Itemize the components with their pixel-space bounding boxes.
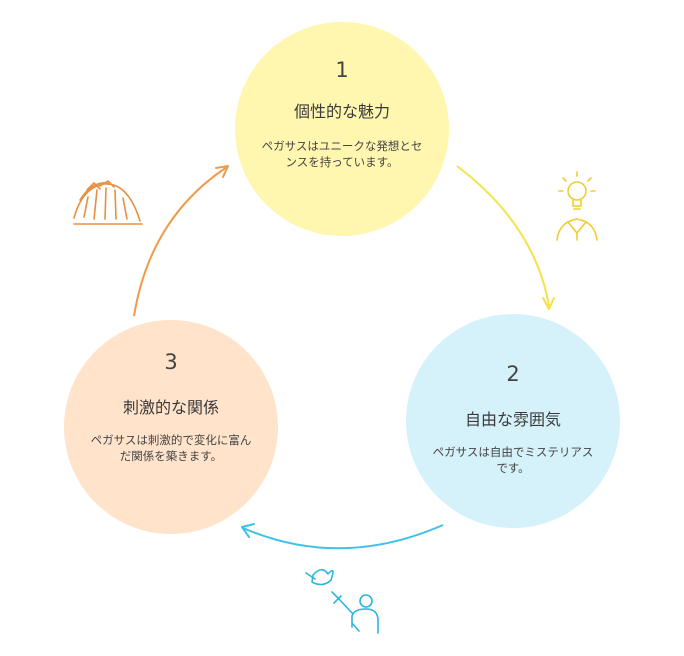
idea-person-icon [556, 171, 598, 241]
dove-release-icon [305, 568, 379, 634]
node-3-title: 刺激的な関係 [122, 398, 219, 417]
roller-coaster-icon [73, 180, 143, 225]
node-1-number: 1 [335, 58, 349, 82]
node-2-number: 2 [506, 362, 520, 386]
node-1-title: 個性的な魅力 [293, 102, 390, 121]
arrow-2-to-3 [241, 523, 444, 550]
node-2: 2 自由な雰囲気 ペガサスは自由でミステリアスです。 [406, 314, 620, 528]
node-3-description: ペガサスは刺激的で変化に富んだ関係を築きます。 [90, 433, 252, 463]
node-1: 1 個性的な魅力 ペガサスはユニークな発想とセンスを持っています。 [235, 22, 449, 236]
node-2-description: ペガサスは自由でミステリアスです。 [432, 445, 594, 475]
arrow-1-to-2 [456, 165, 555, 310]
node-3-number: 3 [164, 350, 178, 374]
arrow-3-to-1 [133, 165, 229, 317]
node-1-description: ペガサスはユニークな発想とセンスを持っています。 [261, 139, 423, 169]
node-3: 3 刺激的な関係 ペガサスは刺激的で変化に富んだ関係を築きます。 [64, 320, 278, 534]
node-2-title: 自由な雰囲気 [464, 410, 561, 429]
